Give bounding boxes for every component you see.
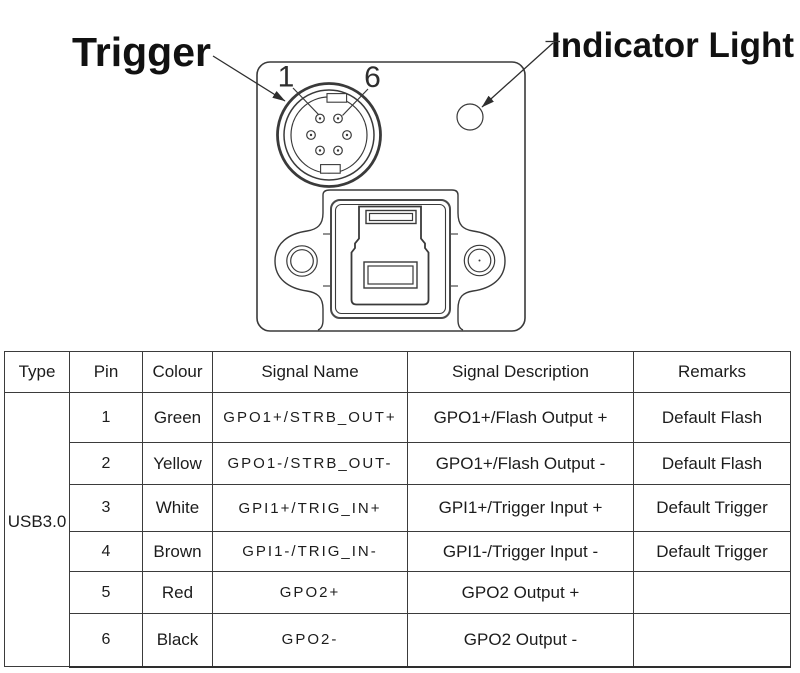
pin-cell: 3 (69, 484, 143, 532)
colour-cell: Yellow (142, 442, 213, 485)
table-row: 3 White GPI1+/TRIG_IN+ GPI1+/Trigger Inp… (5, 484, 791, 532)
pin-cell: 5 (69, 571, 143, 614)
colour-cell: White (142, 484, 213, 532)
remarks-cell: Default Trigger (633, 531, 791, 572)
indicator-light-label: Indicator Light (551, 26, 794, 65)
col-header-signal-description: Signal Description (407, 351, 634, 393)
type-cell: USB3.0 (4, 392, 70, 667)
pin-cell: 6 (69, 613, 143, 668)
table-row: 5 Red GPO2+ GPO2 Output + (5, 571, 791, 614)
signal-name-cell: GPI1-/TRIG_IN- (212, 531, 408, 572)
pin-cell: 4 (69, 531, 143, 572)
remarks-cell (633, 571, 791, 614)
remarks-cell: Default Trigger (633, 484, 791, 532)
col-header-type: Type (4, 351, 70, 393)
remarks-cell: Default Flash (633, 442, 791, 485)
indicator-light-circle (456, 103, 484, 131)
signal-name-cell: GPO1+/STRB_OUT+ (212, 392, 408, 443)
screw-hole-left (286, 245, 318, 277)
colour-cell: Red (142, 571, 213, 614)
col-header-pin: Pin (69, 351, 143, 393)
plate-joint-lines (323, 233, 458, 287)
colour-cell: Black (142, 613, 213, 668)
signal-name-cell: GPO1-/STRB_OUT- (212, 442, 408, 485)
signal-description-cell: GPI1+/Trigger Input + (407, 484, 634, 532)
remarks-cell: Default Flash (633, 392, 791, 443)
col-header-signal-name: Signal Name (212, 351, 408, 393)
trigger-label: Trigger (72, 29, 211, 75)
signal-name-cell: GPI1+/TRIG_IN+ (212, 484, 408, 532)
trigger-connector (276, 82, 382, 188)
pin6-number-label: 6 (364, 61, 381, 94)
connector-pins (306, 113, 352, 156)
connector-key-notch-top (326, 93, 348, 103)
usb-bottom-slot (363, 261, 418, 289)
type-value: USB3.0 (7, 511, 67, 531)
table-row: 6 Black GPO2- GPO2 Output - (5, 613, 791, 668)
usb-port-shell (330, 199, 451, 319)
colour-cell: Brown (142, 531, 213, 572)
pin-cell: 1 (69, 392, 143, 443)
camera-body-outline (256, 61, 526, 332)
signal-description-cell: GPO2 Output - (407, 613, 634, 668)
indicator-leader-arrow (481, 42, 554, 108)
col-header-colour: Colour (142, 351, 213, 393)
signal-name-cell: GPO2+ (212, 571, 408, 614)
signal-description-cell: GPO1+/Flash Output + (407, 392, 634, 443)
signal-description-cell: GPI1-/Trigger Input - (407, 531, 634, 572)
table-row: USB3.0 1 Green GPO1+/STRB_OUT+ GPO1+/Fla… (4, 392, 791, 667)
pin-cell: 2 (69, 442, 143, 485)
colour-cell: Green (142, 392, 213, 443)
table-row: 4 Brown GPI1-/TRIG_IN- GPI1-/Trigger Inp… (5, 531, 791, 572)
usb-mounting-plate (274, 189, 506, 331)
signal-description-cell: GPO2 Output + (407, 571, 634, 614)
usb-top-slot (365, 209, 417, 225)
remarks-cell (633, 613, 791, 668)
pin1-number-label: 1 (278, 61, 295, 94)
signal-description-cell: GPO1+/Flash Output - (407, 442, 634, 485)
usb-plug-profile (350, 205, 430, 306)
trigger-leader-arrow (212, 55, 286, 102)
pin1-leader-line (292, 87, 320, 116)
usb-port-shell-inner (334, 203, 447, 315)
pinout-table: Type Pin Colour Signal Name Signal Descr… (4, 351, 791, 668)
col-header-remarks: Remarks (633, 351, 791, 393)
screw-hole-right (463, 244, 496, 277)
pin6-leader-line (342, 88, 369, 116)
connector-pin-dots (309, 117, 349, 152)
signal-name-cell: GPO2- (212, 613, 408, 668)
connector-key-notch-bottom (320, 164, 341, 174)
table-row: 2 Yellow GPO1-/STRB_OUT- GPO1+/Flash Out… (5, 442, 791, 485)
header-row: Type Pin Colour Signal Name Signal Descr… (4, 351, 791, 393)
